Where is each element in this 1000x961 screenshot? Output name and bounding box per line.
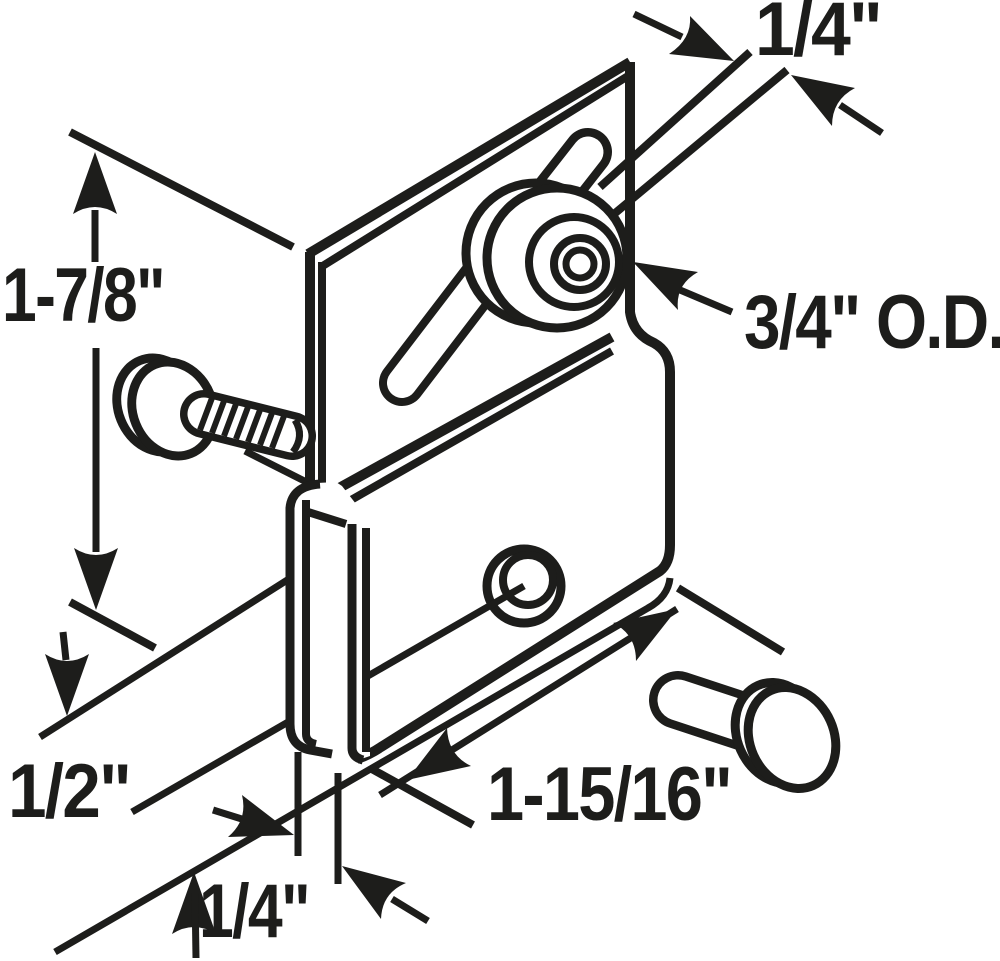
width-right-tick (675, 584, 786, 656)
channel-lip (285, 479, 370, 765)
od-leader-shaft (678, 286, 734, 316)
adjustment-slot (379, 258, 503, 406)
dimension-annotations (45, 10, 884, 959)
gap-right-arrowhead (228, 795, 294, 837)
wheel-axle-hole (562, 246, 598, 282)
height-down-arrowhead (74, 548, 118, 610)
lip-fill (286, 482, 370, 762)
offset-downright-arrowhead (669, 16, 734, 61)
label-plate-offset-top: 1/4" (755, 0, 881, 72)
height-top-extension-line (68, 128, 295, 251)
label-assembly-height: 1-7/8" (2, 253, 164, 338)
lip-outer-wall-inner-line (302, 500, 317, 748)
rivet-head-face (743, 683, 841, 793)
bracket-top-edge-outer (327, 332, 615, 498)
lip-upper-shaft (59, 631, 70, 661)
height-up-arrowhead (73, 152, 117, 214)
lip-lower-shaft (191, 891, 200, 959)
label-lip-depth: 1/2" (8, 749, 130, 834)
width-upright-arrowhead (613, 609, 677, 661)
bracket-face (332, 330, 672, 760)
bracket-bottom-fold-line (53, 577, 674, 956)
roller-wheel (461, 178, 632, 333)
width-left-tick (368, 764, 475, 829)
gap-upleft-arrowhead (342, 866, 406, 919)
screw-hole (482, 544, 566, 628)
rivet (649, 671, 841, 793)
lip-inner-wall-outer-line (347, 524, 365, 765)
machine-screw (112, 353, 316, 461)
od-arrowhead (633, 262, 698, 310)
channel-bracket (327, 62, 675, 764)
hole-outer-ring (482, 544, 566, 628)
bracket-right-outline (355, 62, 675, 764)
width-downleft-arrowhead (407, 728, 471, 780)
lip-slot-top-edge (306, 508, 348, 528)
screw-threads (197, 396, 287, 450)
lip-down-arrowhead (45, 654, 89, 716)
screw-tip-cap (290, 418, 303, 455)
label-channel-gap: 1/4" (199, 869, 309, 954)
slot-interior (387, 266, 495, 398)
offset-left-shaft (632, 10, 684, 41)
height-bottom-tick (68, 598, 157, 652)
plate-top-edge-inner (318, 72, 631, 271)
lip-outer-wall (285, 479, 333, 759)
offset-upleft-arrowhead (791, 75, 855, 126)
label-roller-od: 3/4" O.D. (744, 280, 1000, 365)
gap-lower-shaft (390, 896, 430, 924)
gap-left-shaft (211, 806, 247, 824)
offset-right-shaft (838, 102, 884, 136)
bracket-top-edge-inner (335, 347, 614, 512)
hole-inner-ring (499, 551, 557, 609)
offset-reference-line-2 (611, 66, 790, 218)
plate-top-edge-outer (305, 57, 633, 259)
label-bracket-width: 1-15/16" (487, 752, 731, 837)
